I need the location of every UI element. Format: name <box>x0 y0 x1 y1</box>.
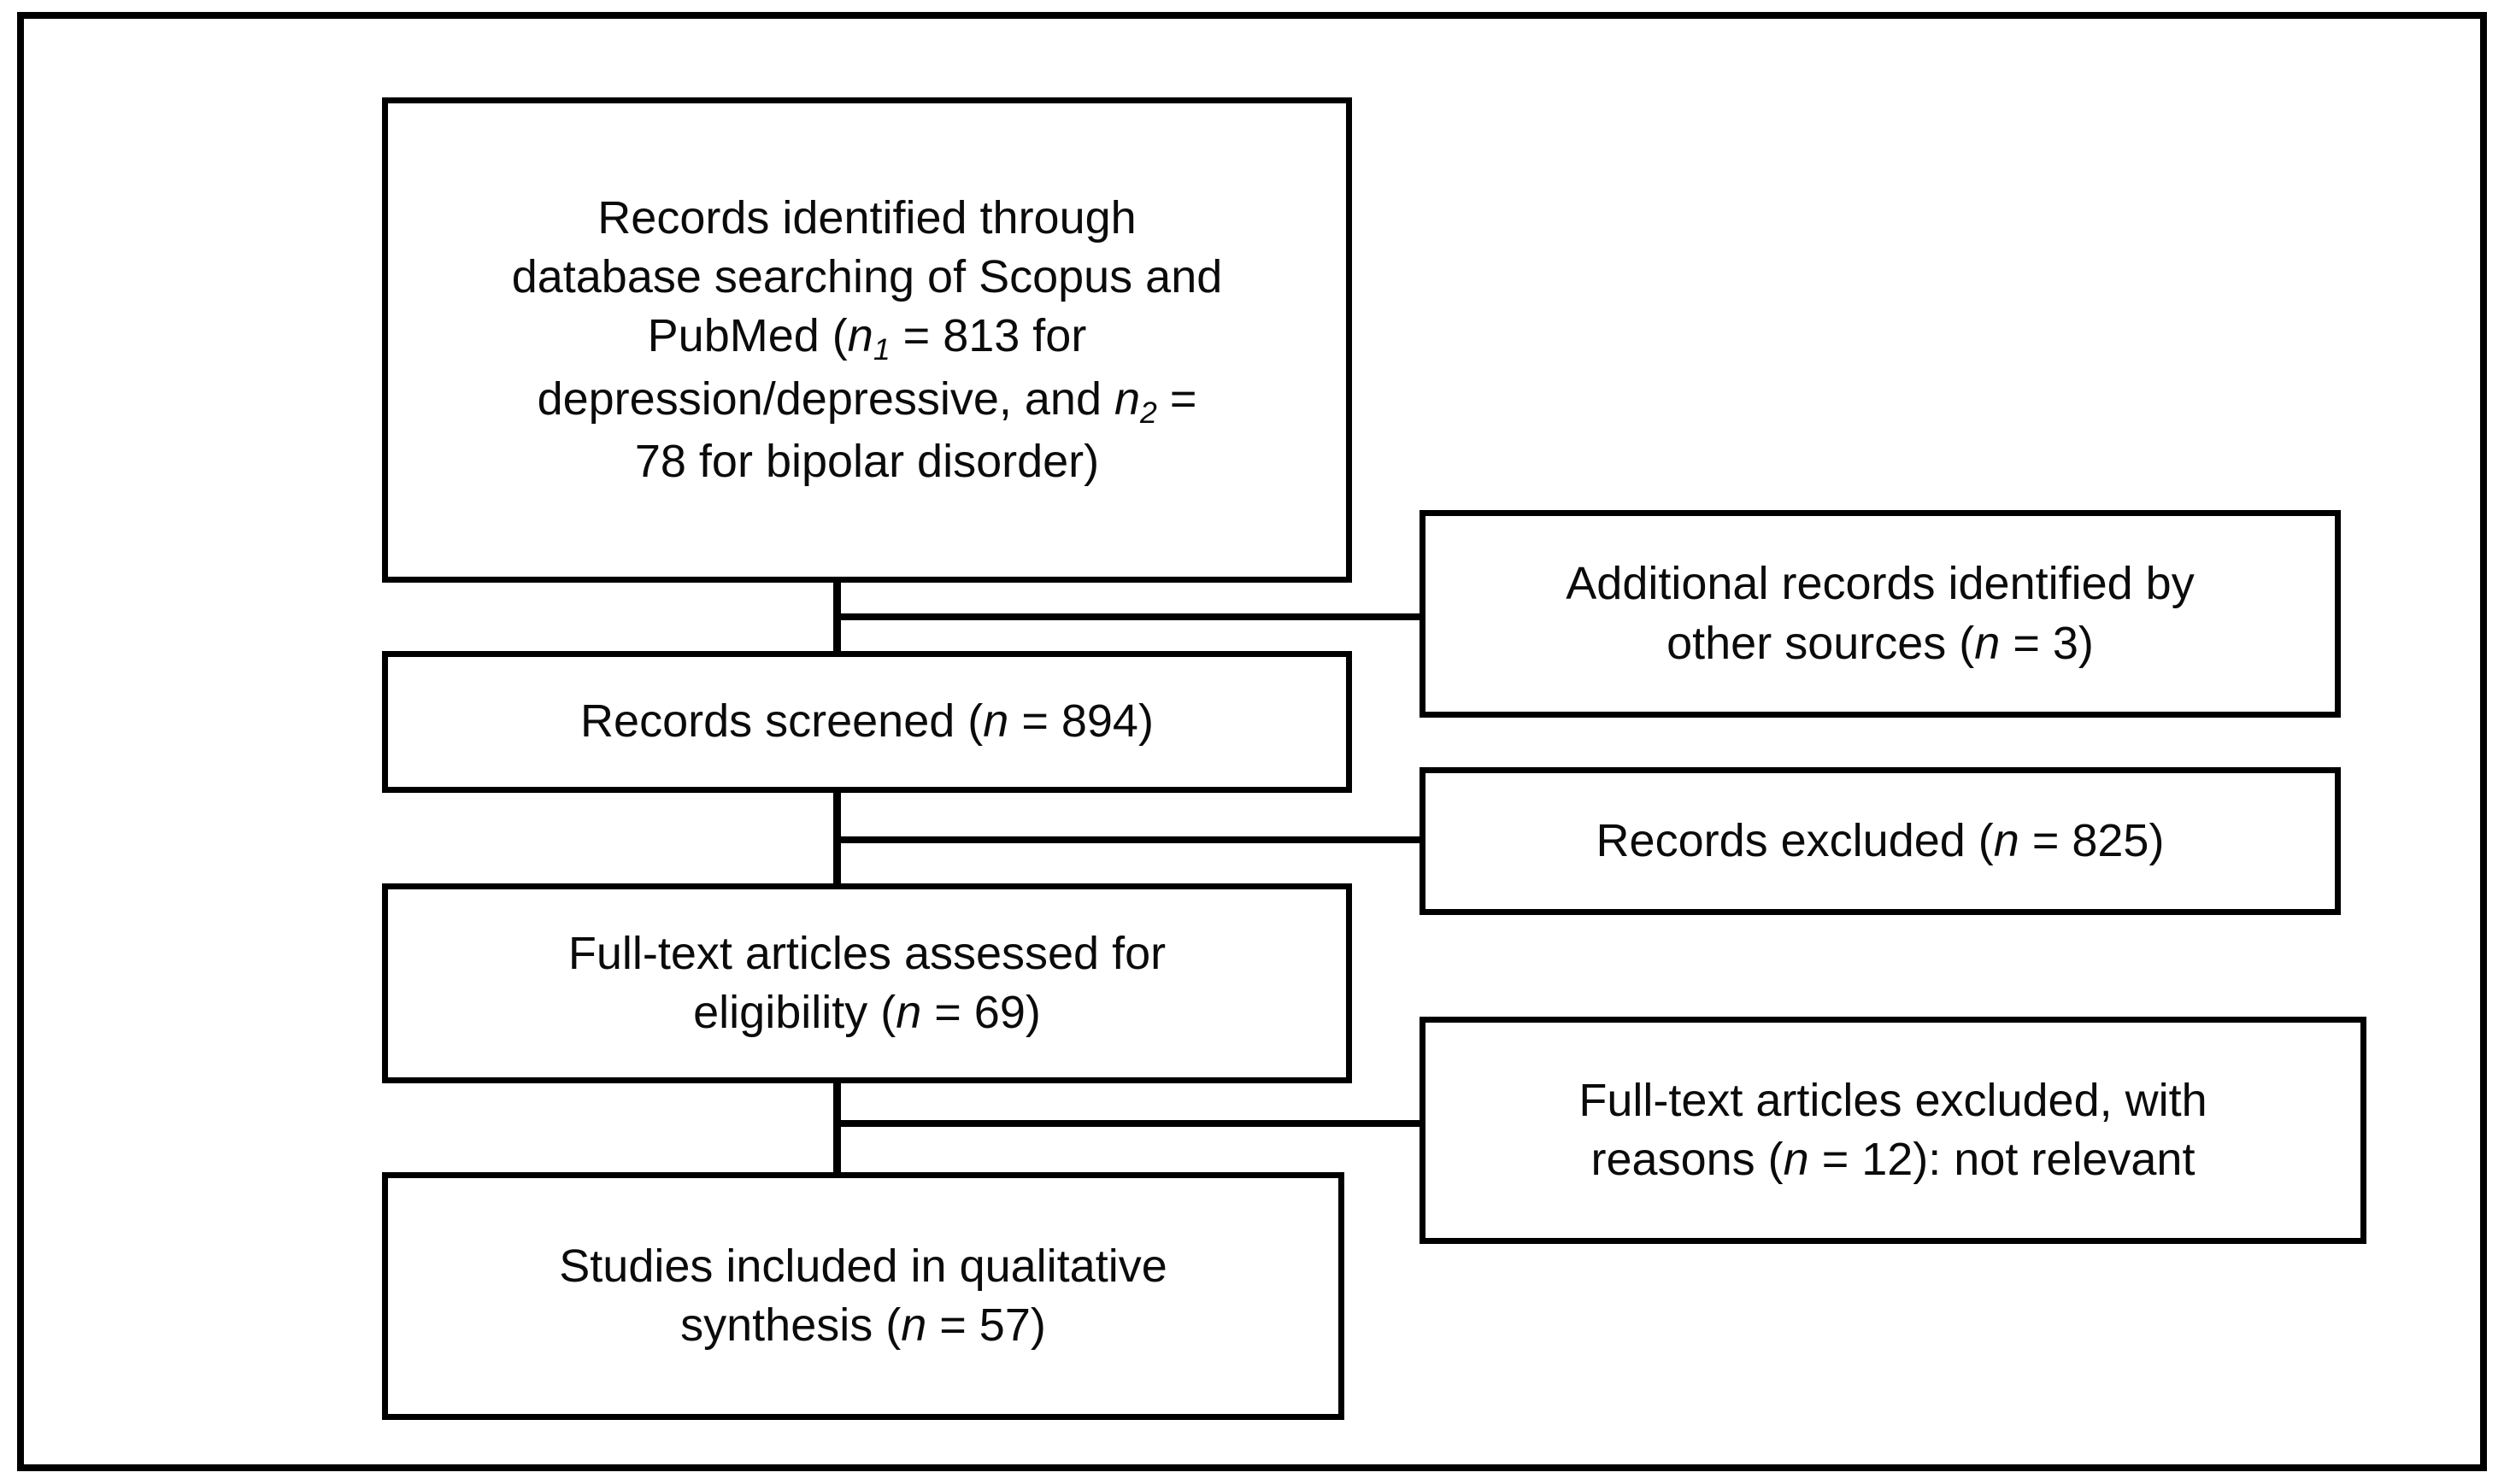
box-records-screened-text: Records screened (n = 894) <box>580 695 1154 748</box>
connector-to-fulltext-excluded <box>838 1120 1424 1127</box>
box-records-screened: Records screened (n = 894) <box>382 651 1352 793</box>
box-records-excluded: Records excluded (n = 825) <box>1420 767 2341 915</box>
connector-assessed-to-included <box>833 1078 841 1177</box>
connector-identified-to-screened <box>833 578 841 657</box>
n-symbol-assessed: n <box>896 987 922 1038</box>
n-symbol-2: n2 <box>1114 372 1157 430</box>
n-subscript-1: 1 <box>873 331 891 367</box>
n-symbol-additional: n <box>1974 617 2001 669</box>
connector-screened-to-assessed <box>833 788 841 889</box>
n-symbol-1: n1 <box>847 309 891 367</box>
n-symbol-included: n <box>901 1299 927 1351</box>
n-symbol-screened: n <box>983 695 1009 748</box>
connector-to-records-excluded <box>838 836 1424 843</box>
n-symbol-ft-excluded: n <box>1783 1134 1809 1185</box>
connector-to-additional-records <box>838 613 1424 620</box>
n-symbol-excluded: n <box>1993 814 2019 866</box>
box-records-excluded-text: Records excluded (n = 825) <box>1596 814 2165 866</box>
n-subscript-2: 2 <box>1140 395 1157 430</box>
